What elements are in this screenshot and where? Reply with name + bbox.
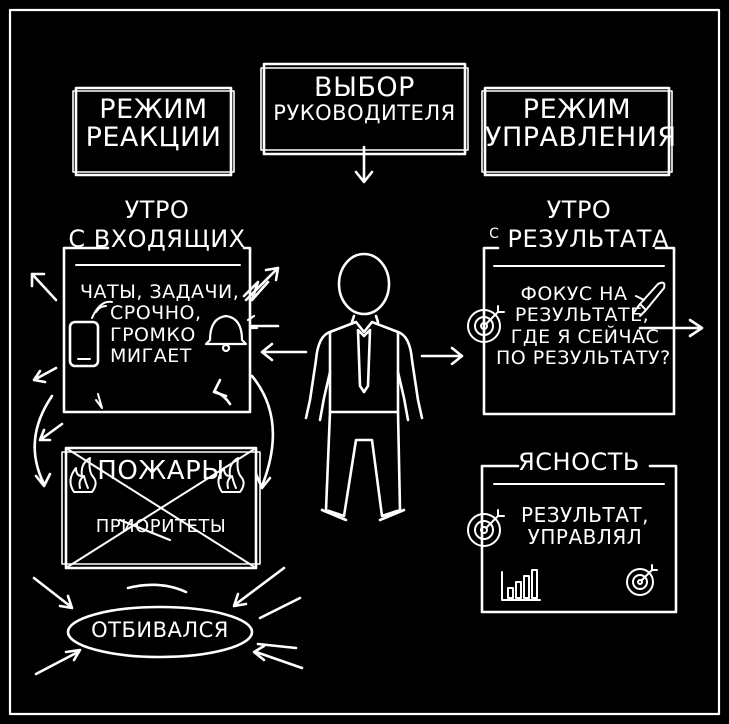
clarity-item-2: УПРАВЛЯЛ [527,525,643,550]
rocket-icon [633,281,666,317]
arrow-in-s [256,642,298,650]
management-mode-line2: УПРАВЛЕНИЯ [485,122,677,154]
arrow-to-right [420,346,464,366]
spark-arrow-sw [38,422,64,442]
result-item-3: ГДЕ Я СЕЙЧАС [510,325,660,348]
clarity-item-1: РЕЗУЛЬТАТ, [521,503,649,527]
leader-choice-title: ВЫБОР РУКОВОДИТЕЛЯ [264,72,465,126]
arrow-in-se [252,644,304,670]
morning-result-line2: РЕЗУЛЬТАТА [507,225,669,254]
reaction-mode-line1: РЕЖИМ [99,94,208,125]
priorities-text: ПРИОРИТЕТЫ [66,516,256,537]
management-mode-line1: РЕЖИМ [522,94,632,125]
morning-incoming-line1: УТРО [124,196,190,224]
management-mode-box [481,86,673,177]
signal-mark [91,300,113,319]
management-mode-title: РЕЖИМ УПРАВЛЕНИЯ [485,94,677,154]
morning-incoming-line2: С ВХОДЯЩИХ [68,225,246,254]
incoming-item-4: МИГАЕТ [110,344,192,367]
spark-arrow-nw [30,272,58,302]
cursor-mark [95,393,103,409]
priorities-part-a: ПРИ [95,516,136,537]
fought-off-label: ОТБИВАЛСЯ [91,618,229,642]
morning-incoming-heading: УТРО С ВХОДЯЩИХ [64,196,250,254]
phone-icon [68,320,100,368]
reaction-mode-box [72,86,235,177]
bar-chart-icon [501,569,541,601]
clarity-frame [480,464,678,614]
fire-icon-right [217,457,245,493]
fought-off-ellipse [66,605,254,659]
target-icon-small [626,564,658,596]
morning-incoming-frame [62,246,252,414]
morning-result-line2-wrap: С РЕЗУЛЬТАТА [484,227,674,252]
priority-strike [118,518,172,542]
reaction-mode-line2: РЕАКЦИИ [85,122,222,154]
spark-arrow-w [32,366,58,384]
morning-result-line1: УТРО [546,196,612,224]
leader-down-arrow [354,145,374,184]
target-icon-result [467,305,505,343]
reaction-mode-title: РЕЖИМ РЕАКЦИИ [76,94,231,154]
morning-result-items: ФОКУС НА РЕЗУЛЬТАТЕ, ГДЕ Я СЕЙЧАС ПО РЕЗ… [496,283,671,369]
spark-arrow-ne [244,266,280,302]
priorities-strike: ОРИ [135,516,176,537]
outer-border [8,8,721,716]
priorities-part-b: ТЕТЫ [175,516,227,537]
clarity-items: РЕЗУЛЬТАТ, УПРАВЛЯЛ [500,504,670,549]
morning-result-prefix: С [489,226,500,243]
incoming-item-1: ЧАТЫ, ЗАДАЧИ, [80,281,240,303]
curve-arrow-left [33,394,54,488]
curve-arrow-right [250,374,275,490]
leader-choice-line2: РУКОВОДИТЕЛЯ [273,101,456,126]
arrow-in-nw [32,576,74,610]
fires-title: ПОЖАРЫ [97,456,225,486]
arrow-in-n [126,583,188,594]
morning-result-frame [482,246,676,416]
person-figure [304,252,424,522]
bell-icon [204,314,259,353]
leader-choice-line1: ВЫБОР [314,72,415,103]
target-icon-clarity [467,509,505,547]
arrow-in-ne [232,566,286,608]
curve-arrow-up [212,378,232,406]
arrow-in-e [258,596,302,620]
result-item-4: ПО РЕЗУЛЬТАТУ? [496,346,671,369]
arrow-in-sw [34,648,82,676]
clarity-title: ЯСНОСТЬ [518,448,640,476]
fire-icon-left [69,457,97,493]
incoming-item-2: СРОЧНО, [110,302,202,325]
arrow-to-left [260,342,308,362]
result-item-1: ФОКУС НА [520,283,628,305]
arrow-out-right [638,318,704,338]
result-item-2: РЕЗУЛЬТАТЕ, [514,304,650,327]
morning-result-heading: УТРО С РЕЗУЛЬТАТА [484,196,674,252]
zigzag-lightning [242,280,270,302]
morning-incoming-items: ЧАТЫ, ЗАДАЧИ, СРОЧНО, ГРОМКО МИГАЕТ [80,281,240,367]
incoming-item-3: ГРОМКО [110,323,196,346]
